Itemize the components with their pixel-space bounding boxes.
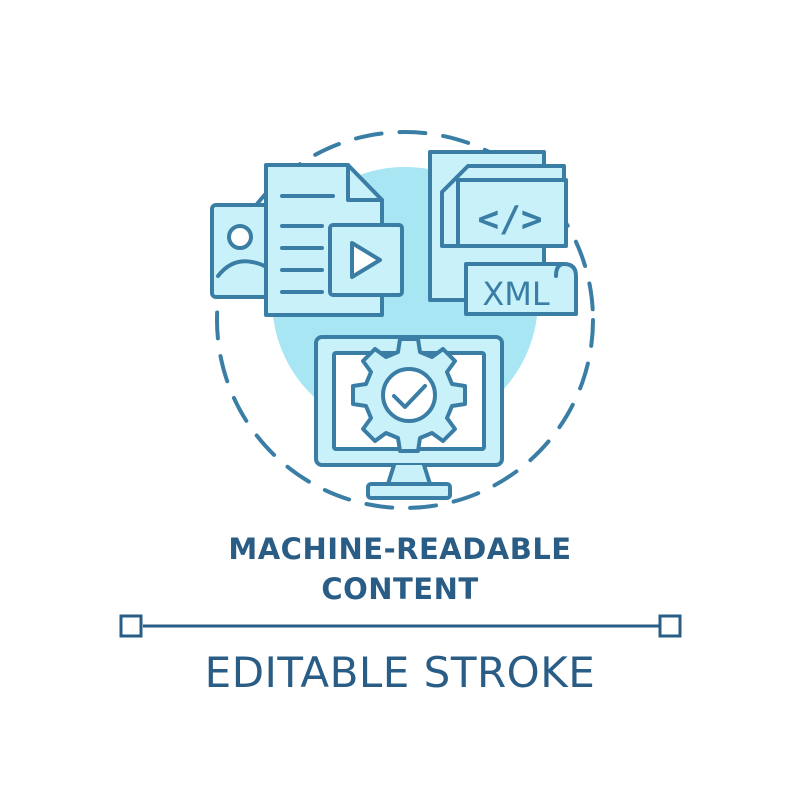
stroke-handle-left <box>119 614 143 638</box>
xml-file-icon: XML <box>464 262 578 316</box>
code-tag-text: </> <box>477 199 542 240</box>
title-line-2: CONTENT <box>321 572 479 606</box>
title-line-1: MACHINE-READABLE <box>228 532 572 566</box>
code-file-icon: </> <box>428 150 568 302</box>
image-icon <box>210 203 272 299</box>
gear-check-icon <box>351 337 467 453</box>
concept-icon: </> XML <box>210 130 595 510</box>
video-play-icon <box>328 223 404 297</box>
editable-stroke-line <box>0 606 800 646</box>
stroke-handle-right <box>658 614 682 638</box>
xml-label: XML <box>482 275 550 313</box>
editable-stroke-label: EDITABLE STROKE <box>204 648 596 697</box>
dashed-circle-outline <box>215 130 595 510</box>
